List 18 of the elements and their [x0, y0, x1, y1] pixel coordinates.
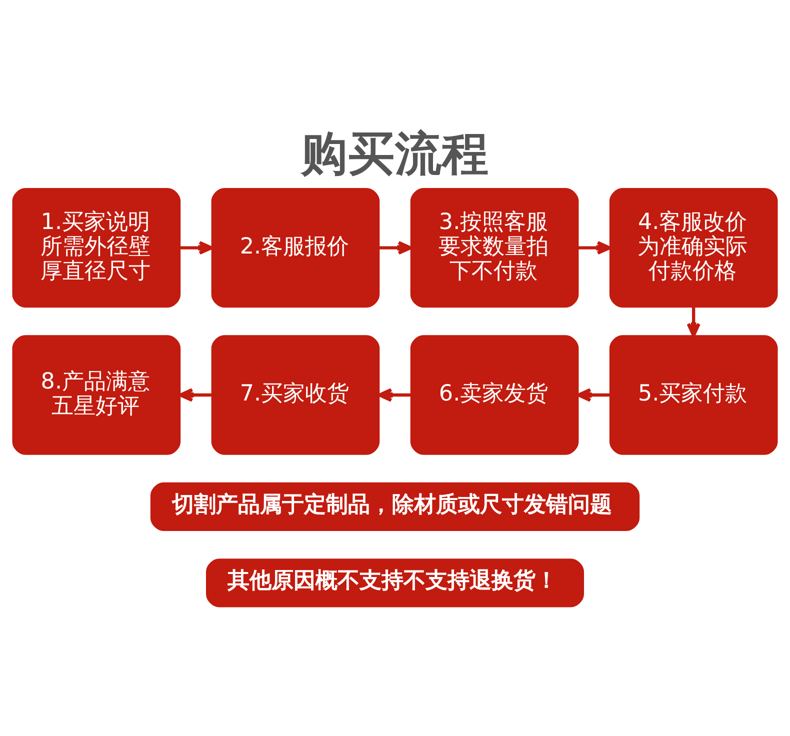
- node-box: 5.买家付款: [609, 335, 778, 455]
- arrow: [686, 307, 700, 338]
- node-box: 4.客服改价为准确实际付款价格: [609, 188, 778, 308]
- arrow: [178, 388, 212, 402]
- node-box: 2.客服报价: [211, 188, 380, 308]
- node-box: 8.产品满意五星好评: [12, 335, 181, 455]
- node-box: 切割产品属于定制品，除材质或尺寸发错问题: [150, 482, 640, 532]
- arrow: [576, 388, 610, 402]
- node-box: 6.卖家发货: [410, 335, 579, 455]
- node-box: 其他原因概不支持不支持退换货！: [206, 558, 584, 608]
- node-box: 3.按照客服要求数量拍下不付款: [410, 188, 579, 308]
- node-box: 7.买家收货: [211, 335, 380, 455]
- arrow: [578, 241, 612, 255]
- node-box: 1.买家说明所需外径壁厚直径尺寸: [12, 188, 181, 308]
- arrow: [180, 241, 213, 255]
- diagram-title: 购买流程: [300, 126, 489, 181]
- arrow: [378, 388, 410, 402]
- arrow: [379, 241, 412, 255]
